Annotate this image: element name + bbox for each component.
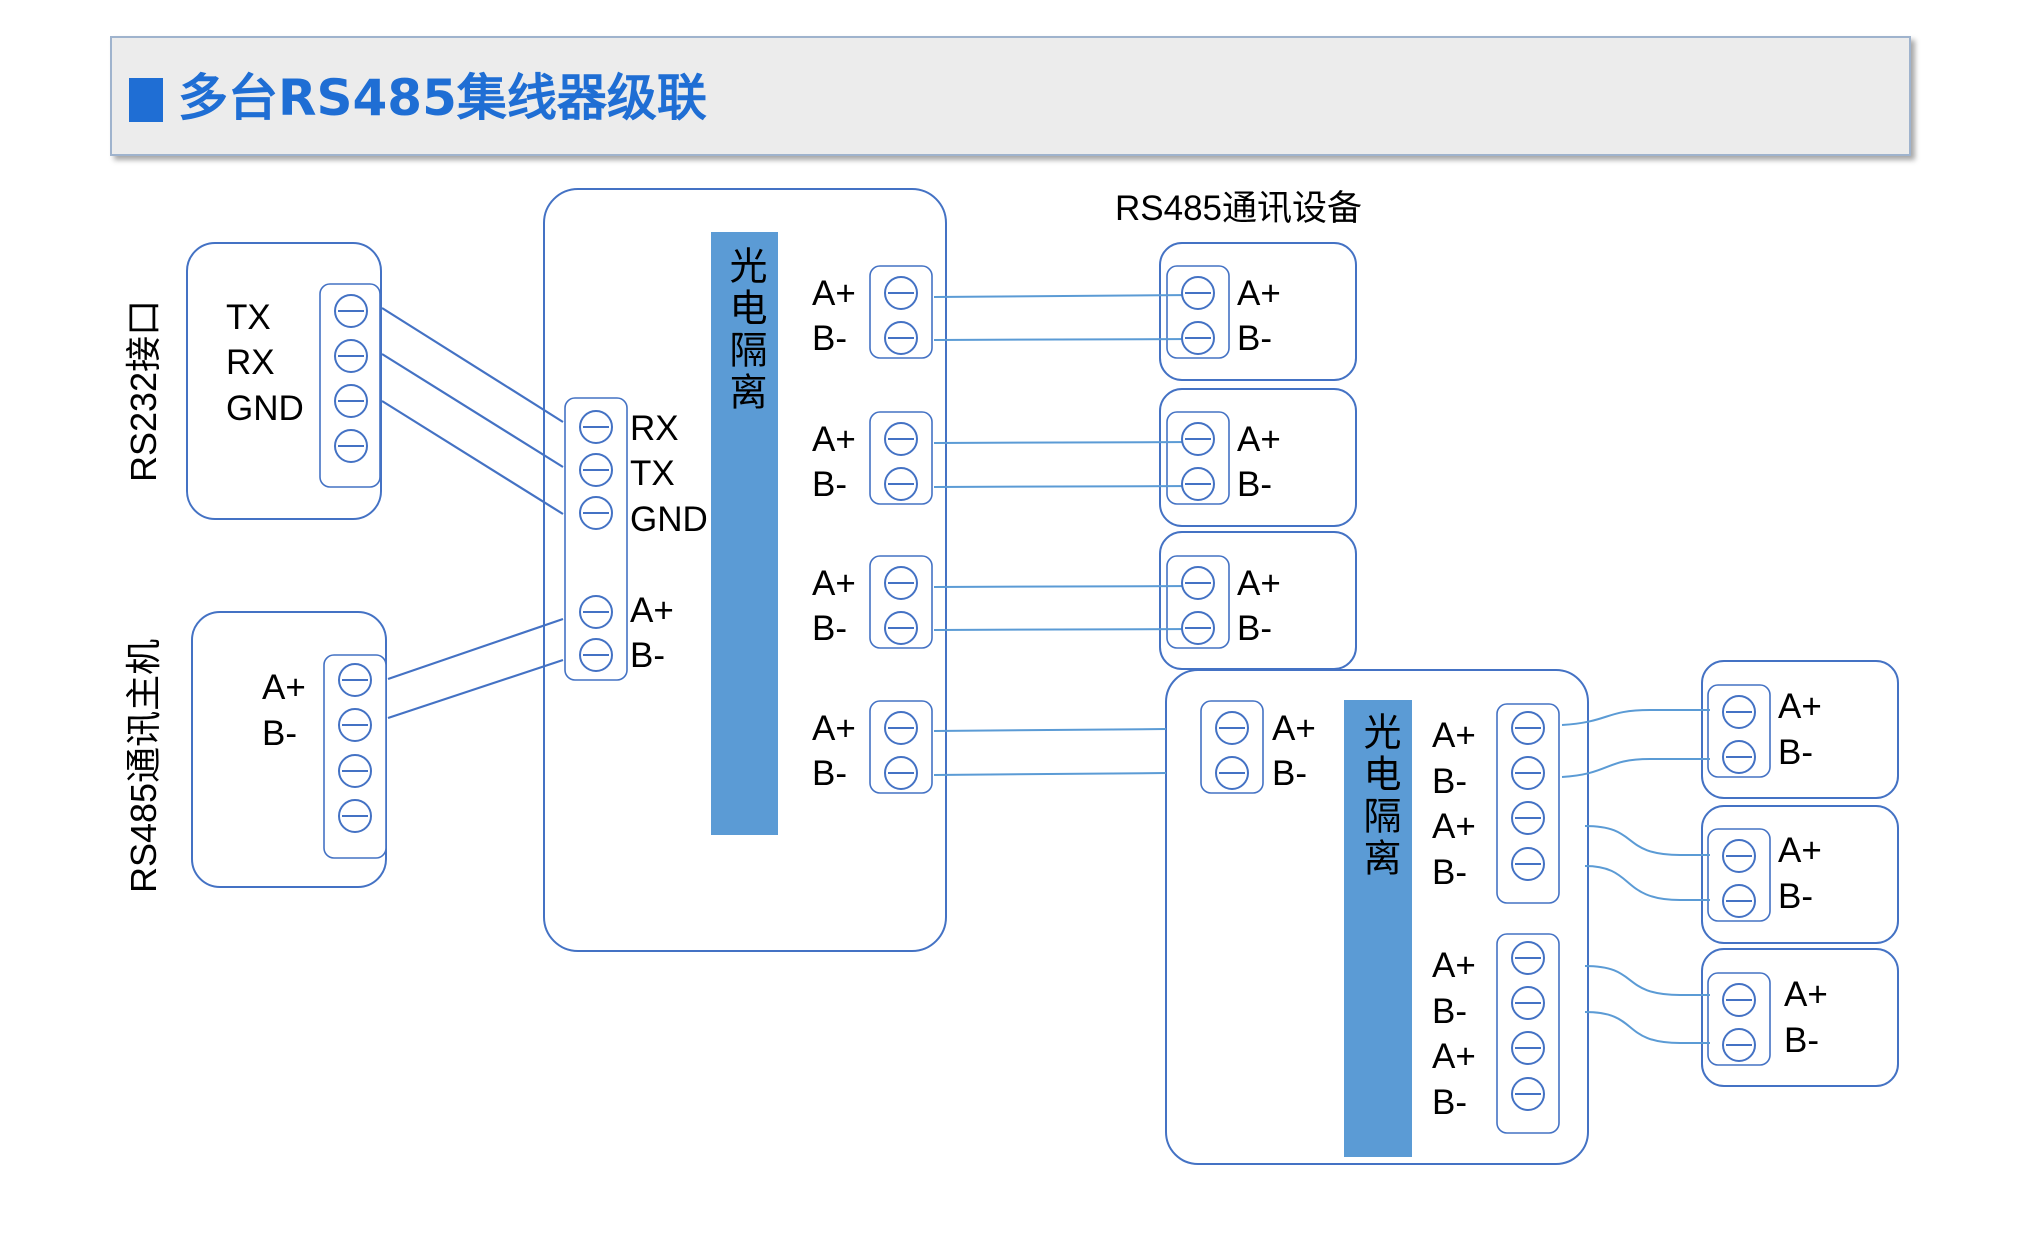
page-title: 多台RS485集线器级联 — [178, 69, 707, 127]
hub2-in-a-label: A+ — [1272, 709, 1316, 748]
hub1-gnd-label: GND — [630, 500, 708, 539]
host-a-label: A+ — [262, 668, 306, 707]
hub1-b-label: B- — [630, 636, 665, 675]
hub1-out3-b-label: B- — [812, 609, 847, 648]
dev4-b-label: B- — [1778, 733, 1813, 772]
hub2-out1-a2-label: A+ — [1432, 807, 1476, 846]
dev5-b-label: B- — [1778, 877, 1813, 916]
rs485-host-label: RS485通讯主机 — [123, 639, 164, 893]
rs485-devices-label: RS485通讯设备 — [1115, 189, 1362, 228]
hub2-out2-b1-label: B- — [1432, 992, 1467, 1031]
dev2-a-label: A+ — [1237, 420, 1281, 459]
isolation-label-1: 光电隔离 — [723, 246, 766, 414]
terminal-screws — [334, 276, 1756, 1111]
rs232-interface-label: RS232接口 — [123, 300, 164, 482]
hub1-rx-label: RX — [630, 409, 679, 448]
dev1-a-label: A+ — [1237, 274, 1281, 313]
title-marker — [129, 78, 163, 122]
dev3-b-label: B- — [1237, 609, 1272, 648]
hub1-a-label: A+ — [630, 591, 674, 630]
wires — [381, 294, 1710, 1044]
hub2-out2-b2-label: B- — [1432, 1083, 1467, 1122]
host-b-label: B- — [262, 714, 297, 753]
hub1-out4-a-label: A+ — [812, 709, 856, 748]
hub1-out2-a-label: A+ — [812, 420, 856, 459]
dev4-a-label: A+ — [1778, 687, 1822, 726]
title-bar: 多台RS485集线器级联 — [110, 36, 1911, 156]
dev5-a-label: A+ — [1778, 831, 1822, 870]
dev6-b-label: B- — [1784, 1021, 1819, 1060]
dev1-b-label: B- — [1237, 319, 1272, 358]
hub1-out2-b-label: B- — [812, 465, 847, 504]
hub2-out1-b2-label: B- — [1432, 853, 1467, 892]
dev6-a-label: A+ — [1784, 975, 1828, 1014]
dev3-a-label: A+ — [1237, 564, 1281, 603]
isolation-label-2: 光电隔离 — [1357, 712, 1400, 880]
isolation-bar-1 — [711, 232, 778, 835]
rs232-gnd-label: GND — [226, 389, 304, 428]
rs232-tx-label: TX — [226, 298, 271, 337]
hub1-out1-a-label: A+ — [812, 274, 856, 313]
hub2-out1-a1-label: A+ — [1432, 716, 1476, 755]
hub2-out2-a2-label: A+ — [1432, 1037, 1476, 1076]
hub2-out2-a1-label: A+ — [1432, 946, 1476, 985]
isolation-bar-2 — [1344, 700, 1412, 1157]
hub1-out3-a-label: A+ — [812, 564, 856, 603]
rs232-rx-label: RX — [226, 343, 275, 382]
hub2-in-b-label: B- — [1272, 754, 1307, 793]
dev2-b-label: B- — [1237, 465, 1272, 504]
hub1-out4-b-label: B- — [812, 754, 847, 793]
hub2-out1-b1-label: B- — [1432, 762, 1467, 801]
hub1-tx-label: TX — [630, 454, 675, 493]
hub1-out1-b-label: B- — [812, 319, 847, 358]
